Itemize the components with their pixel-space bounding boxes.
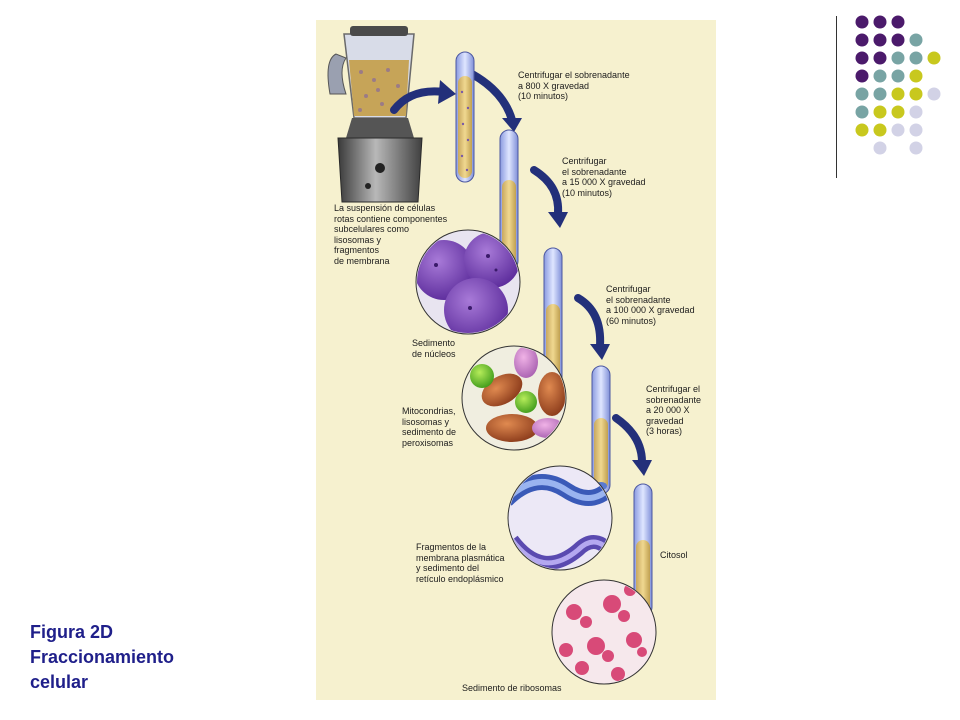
decor-dot	[891, 15, 905, 29]
membrane-circle	[507, 465, 613, 571]
mitochondria-circle	[461, 345, 567, 451]
decor-dot	[873, 33, 887, 47]
tube-1	[455, 51, 475, 183]
decor-dot	[855, 33, 869, 47]
label-step-4: Centrifugar el sobrenadante a 20 000 X g…	[646, 384, 702, 436]
decor-dot	[891, 87, 905, 101]
decor-dot	[909, 33, 923, 47]
decor-dot	[873, 141, 887, 155]
decor-dot	[855, 123, 869, 137]
label-step-2: Centrifugar el sobrenadante a 15 000 X g…	[562, 156, 646, 198]
decor-dot	[891, 105, 905, 119]
arrow-heads	[438, 80, 652, 476]
decor-dot	[891, 123, 905, 137]
tube-4	[591, 365, 611, 495]
decor-dot	[909, 141, 923, 155]
decor-dot	[891, 51, 905, 65]
decor-dot	[927, 51, 941, 65]
label-mitochondria: Mitocondrias, lisosomas y sedimento de p…	[402, 406, 457, 448]
decor-dot	[909, 87, 923, 101]
figure-panel: Centrifugar el sobrenadante a 800 X grav…	[316, 20, 716, 700]
ribosomes-circle	[551, 579, 657, 685]
decor-dot	[909, 105, 923, 119]
label-step-1: Centrifugar el sobrenadante a 800 X grav…	[518, 70, 630, 101]
decor-dot	[855, 15, 869, 29]
caption-line-3: celular	[30, 672, 89, 692]
decor-dot	[909, 69, 923, 83]
decor-dot	[909, 123, 923, 137]
figure-caption: Figura 2D Fraccionamiento celular	[30, 620, 250, 695]
blender	[327, 26, 423, 203]
decor-dot-grid	[855, 15, 941, 155]
fractionation-diagram	[327, 26, 657, 685]
decor-dot	[855, 105, 869, 119]
label-suspension: La suspensión de células rotas contiene …	[334, 203, 448, 266]
decor-dot	[873, 15, 887, 29]
label-membranes: Fragmentos de la membrana plasmática y s…	[416, 542, 505, 584]
caption-line-2: Fraccionamiento	[30, 647, 175, 667]
decor-dot	[873, 123, 887, 137]
decor-dot	[855, 87, 869, 101]
decor-divider	[836, 16, 837, 178]
decor-dot	[891, 69, 905, 83]
decor-dot	[873, 69, 887, 83]
decor-dot	[909, 51, 923, 65]
decor-dot	[891, 33, 905, 47]
decor-dot	[873, 51, 887, 65]
label-step-3: Centrifugar el sobrenadante a 100 000 X …	[606, 284, 695, 326]
decor-dot	[927, 87, 941, 101]
decor-dot	[873, 87, 887, 101]
label-cytosol: Citosol	[660, 550, 688, 560]
decor-dot	[873, 105, 887, 119]
flow-arrows	[390, 70, 646, 466]
caption-line-1: Figura 2D	[30, 622, 114, 642]
nuclei-circle	[415, 229, 521, 335]
label-ribosomes: Sedimento de ribosomas	[462, 683, 562, 693]
decor-dot	[855, 51, 869, 65]
decor-dot	[855, 69, 869, 83]
label-nuclei: Sedimento de núcleos	[412, 338, 456, 359]
